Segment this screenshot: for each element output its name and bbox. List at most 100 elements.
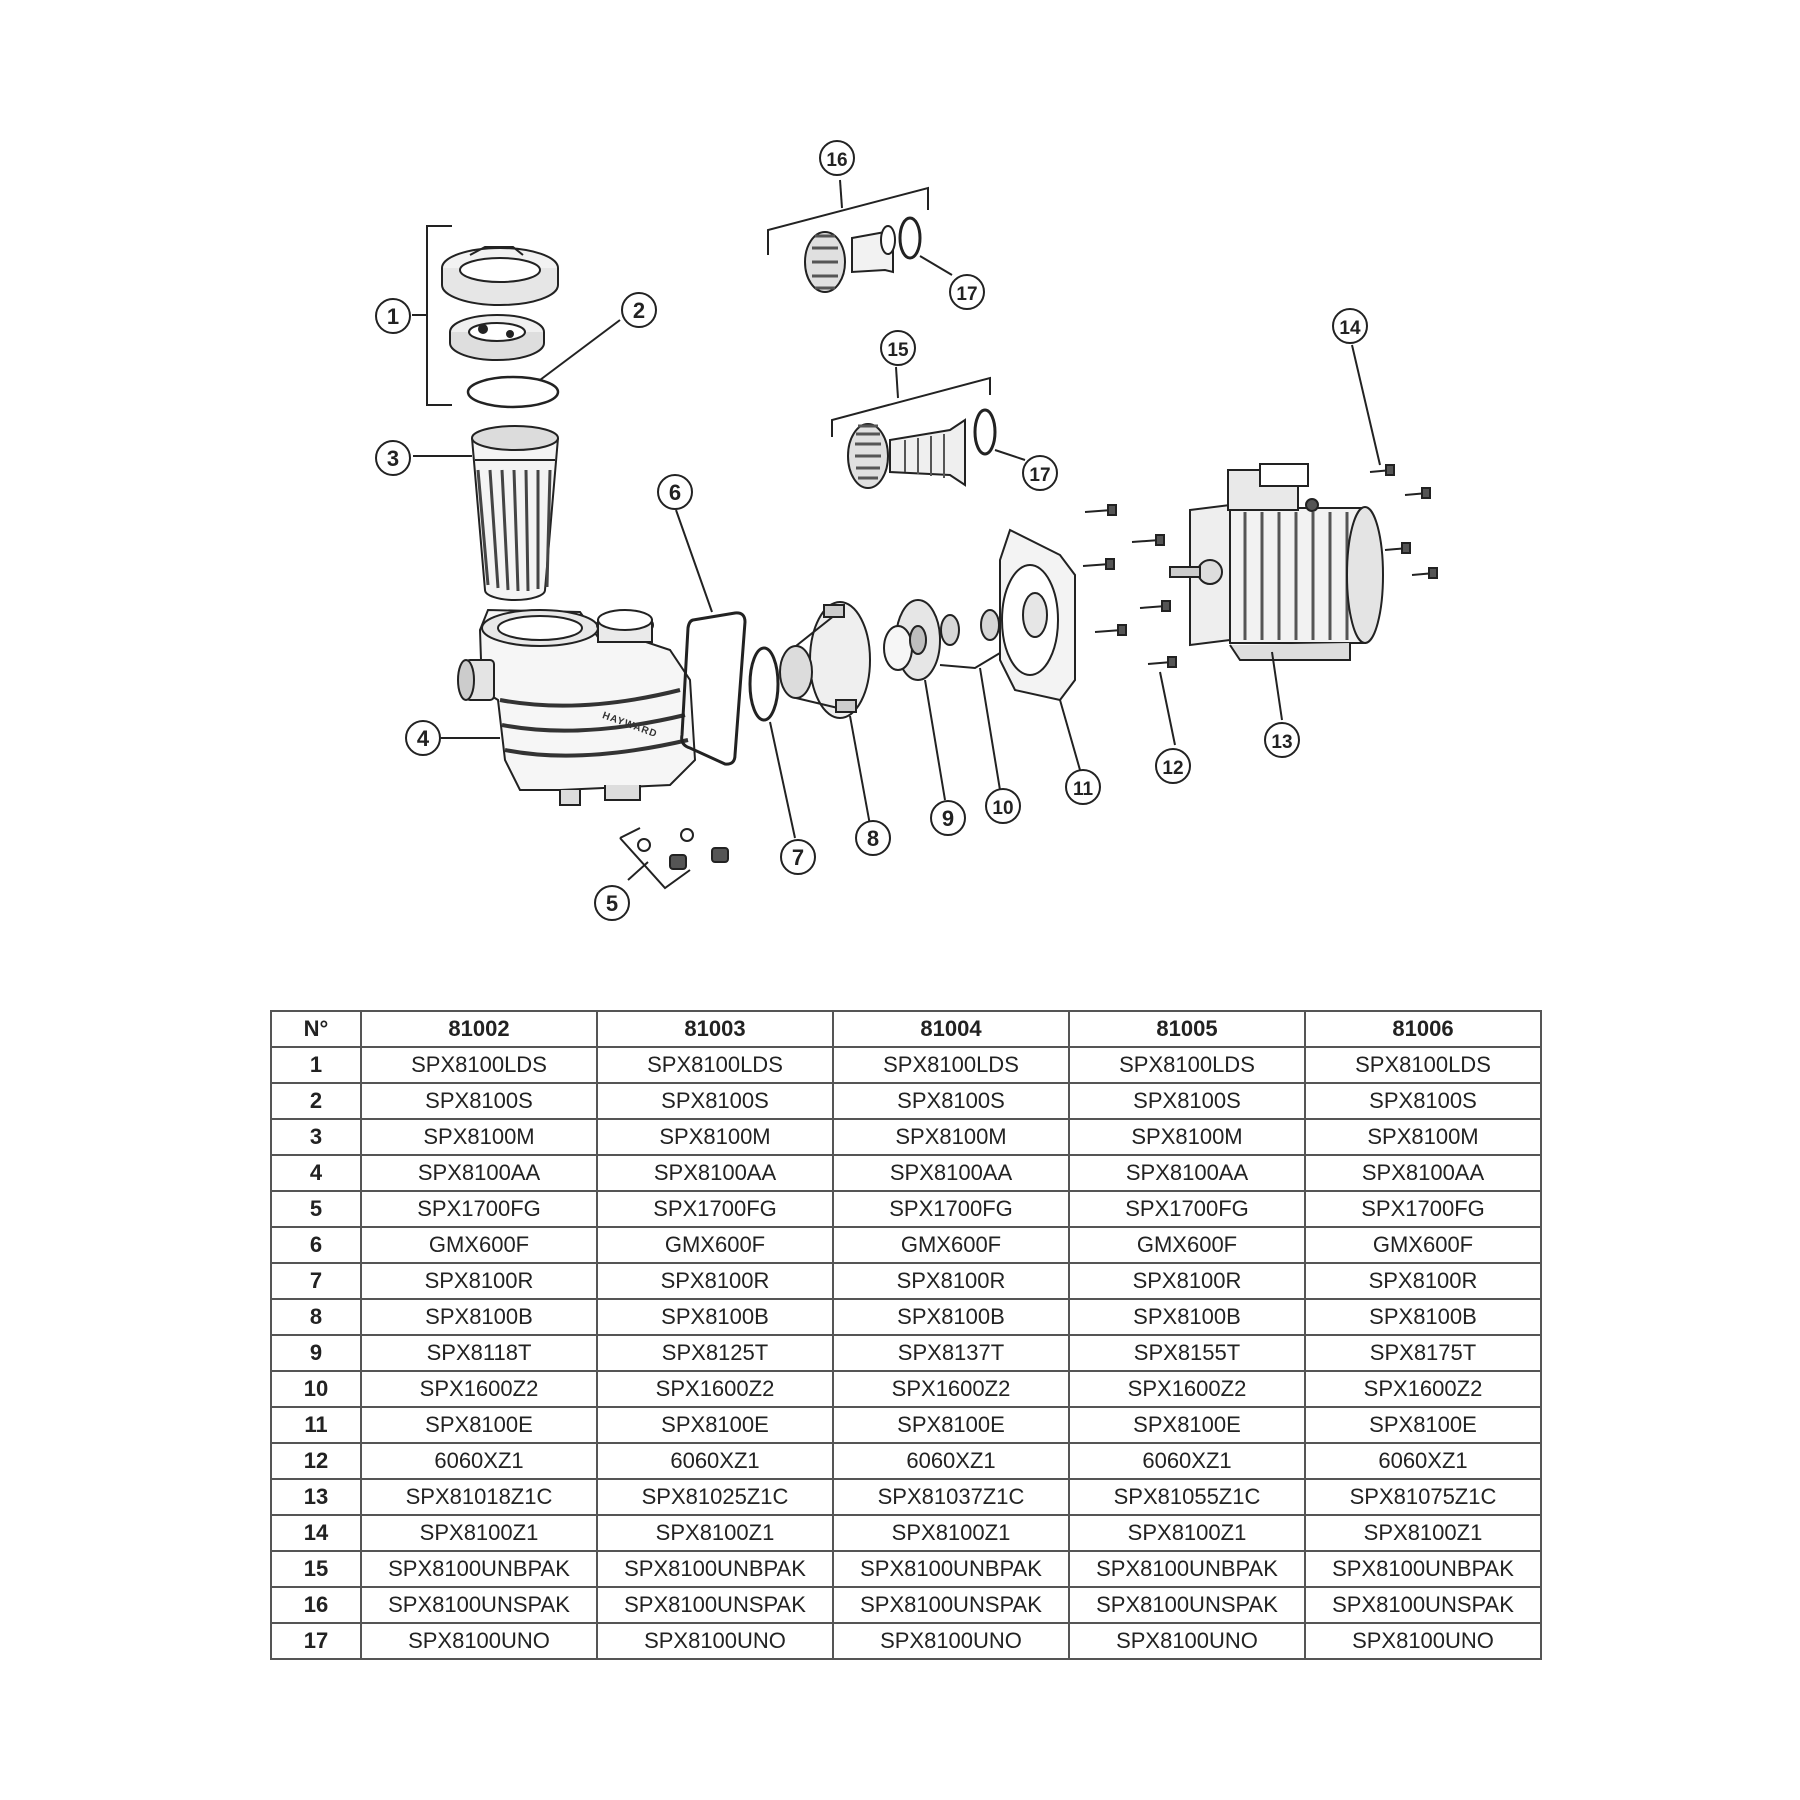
part-number-cell: 14	[270, 1514, 362, 1552]
part-9-impeller	[883, 599, 941, 681]
callout-5: 5	[594, 885, 630, 921]
part-code-cell: SPX1600Z2	[832, 1370, 1070, 1408]
part-code-cell: SPX8100M	[1304, 1118, 1542, 1156]
bracket-16	[767, 186, 929, 255]
callout-16: 16	[819, 140, 855, 176]
part-number-cell: 3	[270, 1118, 362, 1156]
part-code-cell: SPX8118T	[360, 1334, 598, 1372]
part-code-cell: GMX600F	[596, 1226, 834, 1264]
part-code-cell: SPX8100Z1	[1068, 1514, 1306, 1552]
part-code-cell: SPX8100AA	[1068, 1154, 1306, 1192]
part-10-shaft-seal	[939, 609, 1006, 670]
part-code-cell: SPX8100LDS	[832, 1046, 1070, 1084]
part-code-cell: SPX8100S	[360, 1082, 598, 1120]
part-code-cell: SPX8100E	[832, 1406, 1070, 1444]
part-code-cell: SPX8100UNO	[596, 1622, 834, 1660]
part-code-cell: 6060XZ1	[832, 1442, 1070, 1480]
part-code-cell: SPX8100B	[596, 1298, 834, 1336]
svg-text:2: 2	[633, 298, 645, 323]
part-code-cell: SPX8100AA	[1304, 1154, 1542, 1192]
svg-text:17: 17	[956, 284, 977, 305]
part-code-cell: SPX8100UNBPAK	[360, 1550, 598, 1588]
part-code-cell: SPX1700FG	[360, 1190, 598, 1228]
part-number-cell: 5	[270, 1190, 362, 1228]
part-code-cell: SPX8100B	[832, 1298, 1070, 1336]
column-header-model: 81006	[1304, 1010, 1542, 1048]
part-code-cell: SPX8100UNO	[1304, 1622, 1542, 1660]
part-code-cell: SPX8137T	[832, 1334, 1070, 1372]
callout-13: 13	[1264, 722, 1300, 758]
part-code-cell: GMX600F	[1304, 1226, 1542, 1264]
callout-12: 12	[1155, 748, 1191, 784]
part-number-cell: 7	[270, 1262, 362, 1300]
part-12-bolts	[1082, 504, 1177, 668]
part-code-cell: SPX8100UNBPAK	[596, 1550, 834, 1588]
part-code-cell: SPX1700FG	[1304, 1190, 1542, 1228]
callout-7: 7	[780, 839, 816, 875]
part-code-cell: SPX1600Z2	[1304, 1370, 1542, 1408]
part-number-cell: 11	[270, 1406, 362, 1444]
part-code-cell: SPX8100UNSPAK	[1304, 1586, 1542, 1624]
svg-text:12: 12	[1162, 758, 1183, 779]
part-code-cell: SPX8100AA	[360, 1154, 598, 1192]
svg-text:13: 13	[1271, 732, 1292, 753]
part-16-union-kit	[804, 216, 922, 293]
column-header-number: N°	[270, 1010, 362, 1048]
part-number-cell: 2	[270, 1082, 362, 1120]
part-13-motor	[1169, 463, 1384, 661]
callout-15: 15	[880, 330, 916, 366]
part-code-cell: SPX1600Z2	[596, 1370, 834, 1408]
callout-6: 6	[657, 474, 693, 510]
part-number-cell: 4	[270, 1154, 362, 1192]
part-code-cell: SPX8100B	[1304, 1298, 1542, 1336]
part-number-cell: 9	[270, 1334, 362, 1372]
part-number-cell: 1	[270, 1046, 362, 1084]
svg-text:14: 14	[1339, 318, 1361, 339]
part-number-cell: 16	[270, 1586, 362, 1624]
part-code-cell: 6060XZ1	[1304, 1442, 1542, 1480]
part-code-cell: SPX1600Z2	[360, 1370, 598, 1408]
svg-text:1: 1	[387, 304, 399, 329]
part-code-cell: SPX8100M	[596, 1118, 834, 1156]
part-code-cell: SPX8100Z1	[1304, 1514, 1542, 1552]
part-code-cell: GMX600F	[1068, 1226, 1306, 1264]
part-code-cell: SPX81055Z1C	[1068, 1478, 1306, 1516]
part-number-cell: 8	[270, 1298, 362, 1336]
part-number-cell: 6	[270, 1226, 362, 1264]
part-code-cell: SPX8100AA	[596, 1154, 834, 1192]
part-code-cell: SPX81018Z1C	[360, 1478, 598, 1516]
part-code-cell: SPX8100UNBPAK	[1304, 1550, 1542, 1588]
part-code-cell: SPX8100Z1	[360, 1514, 598, 1552]
part-code-cell: SPX81037Z1C	[832, 1478, 1070, 1516]
part-8-diffuser	[779, 601, 871, 719]
part-code-cell: SPX8100Z1	[832, 1514, 1070, 1552]
bracket-15	[831, 376, 991, 437]
part-code-cell: SPX8100LDS	[360, 1046, 598, 1084]
part-code-cell: SPX8100M	[1068, 1118, 1306, 1156]
part-code-cell: SPX8100LDS	[1068, 1046, 1306, 1084]
callout-11: 11	[1065, 769, 1101, 805]
part-11-seal-plate	[999, 528, 1076, 702]
part-6-square-gasket	[680, 611, 747, 766]
callout-14: 14	[1332, 308, 1368, 344]
part-code-cell: SPX81025Z1C	[596, 1478, 834, 1516]
part-code-cell: SPX8100LDS	[596, 1046, 834, 1084]
column-header-model: 81003	[596, 1010, 834, 1048]
svg-text:10: 10	[992, 798, 1013, 819]
